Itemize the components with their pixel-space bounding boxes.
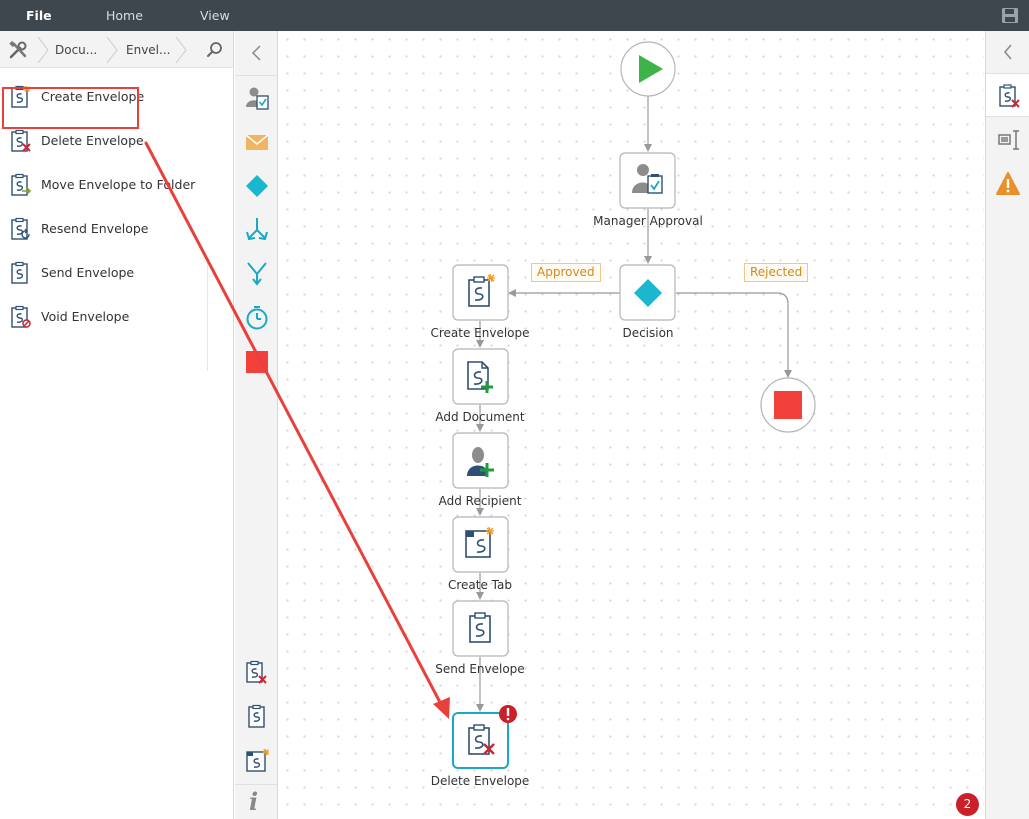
stop-icon [774, 391, 802, 419]
create-envelope-icon [468, 273, 495, 307]
workflow-canvas[interactable]: Manager Approval Decision Create Envelop… [279, 31, 984, 819]
stop-icon[interactable] [244, 349, 270, 375]
collapse-left-icon[interactable] [244, 40, 270, 66]
menu-file[interactable]: File [26, 8, 52, 23]
delete-envelope-icon [11, 129, 31, 152]
library-item-move-envelope[interactable]: Move Envelope to Folder [0, 163, 233, 207]
delete-envelope-icon [999, 84, 1020, 108]
menu-bar: File Home View [0, 0, 1029, 31]
decision-icon[interactable] [244, 173, 270, 199]
node-label-delete-envelope: Delete Envelope [430, 774, 530, 788]
tools-icon[interactable] [8, 40, 30, 60]
void-envelope-icon [11, 305, 31, 328]
create-tab-node[interactable] [452, 516, 509, 573]
decision-icon [634, 279, 662, 307]
divider [235, 75, 277, 76]
node-label-create-envelope: Create Envelope [430, 326, 530, 340]
breadcrumb-item-envelope[interactable]: Envel... [126, 43, 171, 57]
node-label-create-tab: Create Tab [447, 578, 512, 592]
node-label-decision: Decision [622, 326, 674, 340]
annotation-highlight [2, 87, 139, 129]
warning-icon[interactable] [986, 165, 1029, 205]
merge-icon[interactable] [244, 261, 270, 287]
recent-create-tab-icon[interactable] [244, 748, 270, 774]
library-item-void-envelope[interactable]: Void Envelope [0, 295, 233, 339]
properties-bar [985, 31, 1029, 819]
info-icon[interactable]: i [249, 787, 259, 816]
add-recipient-icon [467, 447, 494, 477]
add-document-node[interactable] [452, 348, 509, 405]
node-label-manager-approval: Manager Approval [593, 214, 703, 228]
library-list: Create Envelope Delete Envelope [0, 75, 233, 339]
user-task-icon [632, 164, 663, 194]
breadcrumb-separator [106, 37, 118, 63]
error-count-badge[interactable]: 2 [956, 793, 979, 816]
workflow-diagram [452, 41, 816, 769]
library-item-delete-envelope[interactable]: Delete Envelope [0, 119, 233, 163]
play-icon [639, 55, 663, 83]
decision-node[interactable] [619, 264, 676, 321]
create-envelope-node[interactable] [452, 264, 509, 321]
breadcrumb-separator [175, 37, 187, 63]
user-task-icon[interactable] [244, 85, 270, 111]
send-envelope-icon [469, 612, 491, 643]
search-icon[interactable] [206, 41, 224, 59]
timer-icon[interactable] [244, 305, 270, 331]
library-item-label: Void Envelope [41, 309, 130, 324]
recent-delete-envelope-icon[interactable] [244, 660, 270, 686]
create-tab-icon [465, 526, 494, 558]
resend-envelope-icon [11, 217, 30, 240]
divider [235, 784, 277, 785]
library-item-send-envelope[interactable]: Send Envelope [0, 251, 233, 295]
end-node[interactable] [760, 377, 816, 433]
rejected-label[interactable]: Rejected [744, 263, 809, 282]
add-recipient-node[interactable] [452, 432, 509, 489]
node-label-add-recipient: Add Recipient [438, 494, 522, 508]
menu-view[interactable]: View [200, 8, 230, 23]
connector-rejected[interactable] [676, 292, 792, 378]
approved-label[interactable]: Approved [531, 263, 601, 282]
library-item-label: Send Envelope [41, 265, 135, 280]
split-icon[interactable] [244, 217, 270, 243]
library-item-label: Delete Envelope [41, 133, 144, 148]
breadcrumb: Docu... Envel... [0, 31, 233, 68]
move-envelope-icon [11, 173, 32, 196]
add-document-icon [467, 361, 493, 393]
delete-envelope-node[interactable] [452, 705, 517, 769]
divider [207, 261, 208, 371]
save-icon[interactable] [1001, 7, 1019, 24]
manager-approval-node[interactable] [619, 152, 676, 209]
send-envelope-icon [11, 261, 28, 284]
toolbox: i [235, 31, 278, 819]
field-mapping-icon[interactable] [986, 121, 1029, 161]
menu-home[interactable]: Home [106, 8, 143, 23]
library-item-label: Resend Envelope [41, 221, 149, 236]
library-item-create-envelope[interactable]: Create Envelope [0, 75, 233, 119]
node-label-add-document: Add Document [435, 410, 525, 424]
email-icon[interactable] [244, 129, 270, 155]
send-envelope-node[interactable] [452, 600, 509, 657]
delete-envelope-icon [468, 724, 495, 755]
library-item-label: Move Envelope to Folder [41, 177, 196, 192]
library-item-resend-envelope[interactable]: Resend Envelope [0, 207, 233, 251]
start-node[interactable] [620, 41, 676, 97]
node-label-send-envelope: Send Envelope [435, 662, 525, 676]
breadcrumb-item-documents[interactable]: Docu... [55, 43, 98, 57]
breadcrumb-separator [37, 37, 49, 63]
recent-send-envelope-icon[interactable] [244, 704, 270, 730]
collapse-right-icon[interactable] [996, 39, 1020, 65]
error-indicator-icon[interactable] [499, 705, 517, 723]
library-item-label: Create Envelope [41, 89, 145, 104]
properties-tab[interactable] [986, 73, 1029, 117]
library-panel: Docu... Envel... Create Envelope [0, 31, 234, 819]
